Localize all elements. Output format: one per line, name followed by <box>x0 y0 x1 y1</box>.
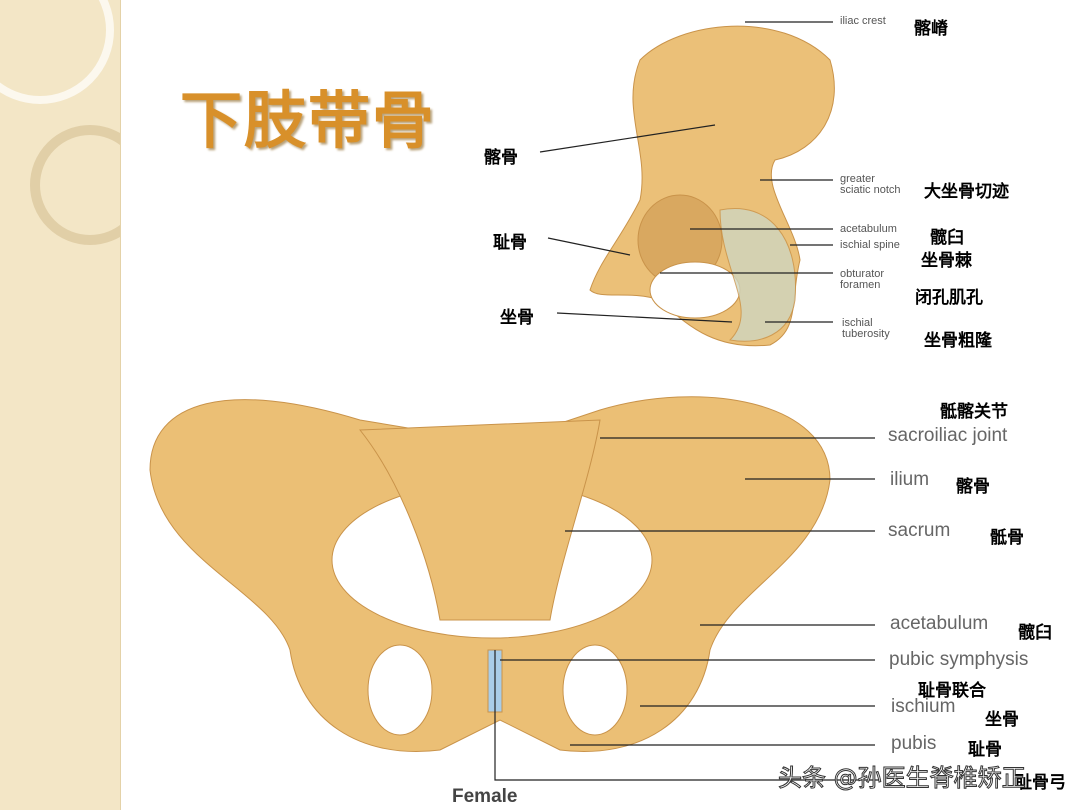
watermark: 头条 @孙医生脊椎矫正 <box>778 764 1027 793</box>
label-pubis: pubis <box>891 733 937 754</box>
text: sciatic notch <box>840 184 901 196</box>
pelvis-anterior <box>149 396 831 752</box>
label-sacrum-cn: 骶骨 <box>990 528 1024 548</box>
hip-bone-lateral <box>589 25 835 347</box>
label-ischial-spine-cn: 坐骨棘 <box>921 251 972 271</box>
rings-decoration <box>0 0 120 245</box>
label-ischium-cn2: 坐骨 <box>985 710 1019 730</box>
label-pubis-cn: 耻骨 <box>493 233 527 253</box>
label-ilium: ilium <box>890 469 930 490</box>
label-ischium: ischium <box>891 696 956 717</box>
label-sacroiliac-joint: sacroiliac joint <box>888 425 1008 446</box>
label-ilium-cn: 髂骨 <box>484 148 518 168</box>
label-pubis-cn2: 耻骨 <box>968 740 1002 760</box>
label-acetabulum-cn: 髋臼 <box>930 228 964 248</box>
label-acetabulum: acetabulum <box>840 223 897 235</box>
label-ischial-spine: ischial spine <box>840 239 900 251</box>
leader-lines <box>494 21 880 781</box>
text: greater <box>840 173 875 185</box>
label-acetabulum-2: acetabulum <box>890 613 989 634</box>
label-pubic-arch-cn: 耻骨弓 <box>1015 773 1066 793</box>
decorative-sidebar <box>0 0 121 810</box>
label-greater-sciatic-notch-cn: 大坐骨切迹 <box>924 182 1009 202</box>
label-obturator-foramen-cn: 闭孔肌孔 <box>915 288 983 308</box>
label-sacrum: sacrum <box>888 520 951 541</box>
label-ilium-cn2: 髂骨 <box>956 477 990 497</box>
label-pubic-symphysis: pubic symphysis <box>889 649 1029 670</box>
label-iliac-crest: iliac crest <box>840 15 886 27</box>
label-pubic-symphysis-cn: 耻骨联合 <box>918 681 986 701</box>
caption-female: Female <box>452 786 518 807</box>
label-iliac-crest-cn: 髂嵴 <box>914 19 948 39</box>
page-title: 下肢带骨 <box>180 84 437 157</box>
text: ischial <box>842 317 873 329</box>
label-ischium-cn: 坐骨 <box>500 308 534 328</box>
text: tuberosity <box>842 328 890 340</box>
label-ischial-tuberosity-cn: 坐骨粗隆 <box>924 331 992 351</box>
text: obturator <box>840 268 885 280</box>
text: foramen <box>840 279 881 291</box>
label-sacroiliac-joint-cn: 骶髂关节 <box>940 402 1008 422</box>
label-acetabulum-cn2: 髋臼 <box>1018 623 1052 643</box>
